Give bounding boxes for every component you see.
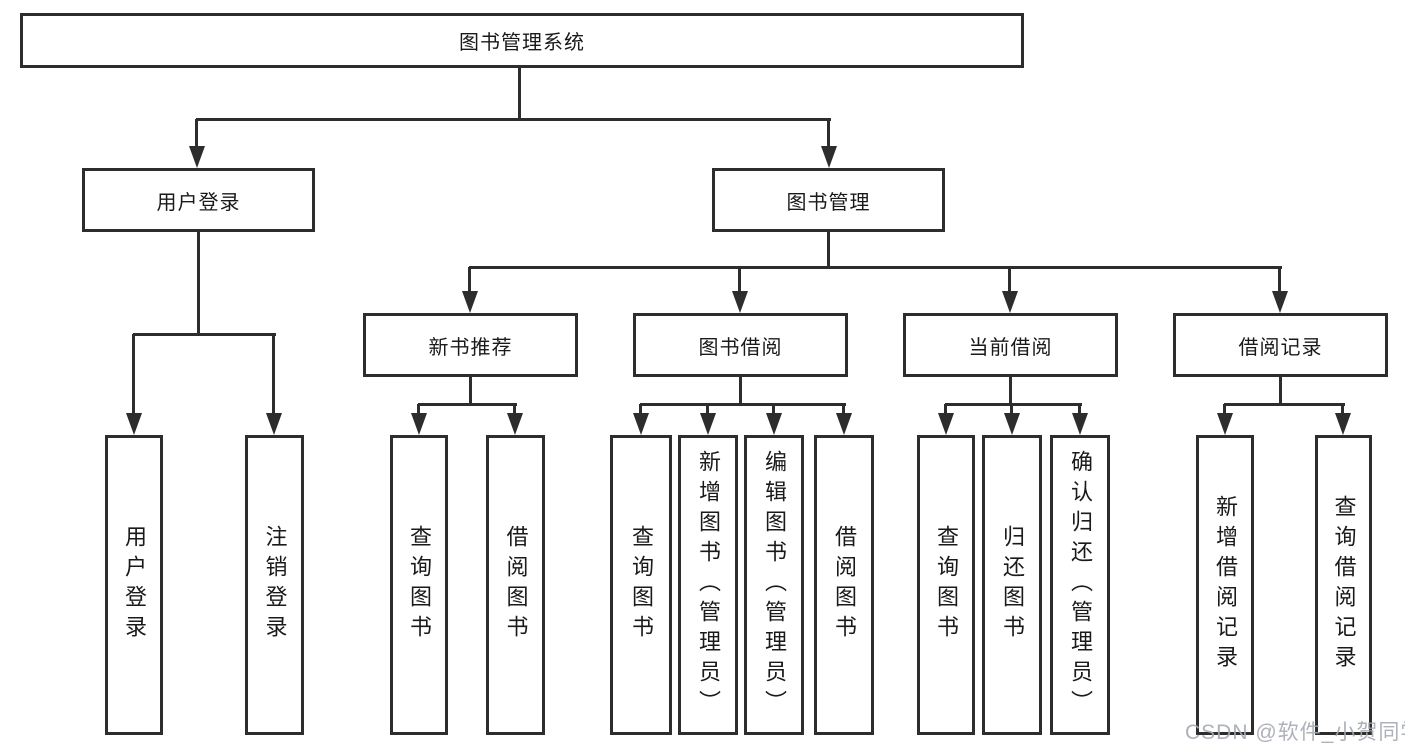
arrow-down-icon xyxy=(462,291,478,313)
connector-bus xyxy=(945,403,1082,406)
connector-bus xyxy=(133,333,276,336)
node-book-mgmt: 图书管理 xyxy=(712,168,945,232)
arrow-down-icon xyxy=(266,413,282,435)
arrow-down-icon xyxy=(732,291,748,313)
connector-line xyxy=(518,66,521,121)
leaf-borrow-book-1: 借阅图书 xyxy=(486,435,545,735)
node-book-mgmt-label: 图书管理 xyxy=(786,191,871,214)
leaf-query-book-1: 查询图书 xyxy=(390,435,448,735)
connector-line xyxy=(944,404,947,415)
leaf-borrow-book-2: 借阅图书 xyxy=(814,435,874,735)
connector-line xyxy=(417,404,420,415)
arrow-down-icon xyxy=(1335,413,1351,435)
node-borrow-records-label: 借阅记录 xyxy=(1238,336,1323,359)
connector-line xyxy=(1223,404,1226,415)
connector-line xyxy=(827,230,830,269)
connector-line xyxy=(468,267,471,293)
leaf-query-borrow-record-label: 查询借阅记录 xyxy=(1331,495,1357,675)
connector-line xyxy=(1078,404,1081,415)
arrow-down-icon xyxy=(1072,413,1088,435)
arrow-down-icon xyxy=(507,413,523,435)
arrow-down-icon xyxy=(1217,413,1233,435)
connector-line xyxy=(1009,375,1012,406)
node-new-book-recommend-label: 新书推荐 xyxy=(428,336,513,359)
connector-line xyxy=(469,375,472,406)
leaf-add-borrow-record: 新增借阅记录 xyxy=(1196,435,1254,735)
leaf-borrow-book-2-label: 借阅图书 xyxy=(832,525,857,645)
node-book-borrow-label: 图书借阅 xyxy=(698,336,783,359)
csdn-watermark: CSDN @软件_小贺同学 xyxy=(1185,721,1405,744)
connector-line xyxy=(739,375,742,406)
arrow-down-icon xyxy=(938,413,954,435)
connector-line xyxy=(639,404,642,415)
leaf-return-book-label: 归还图书 xyxy=(1000,525,1025,645)
leaf-query-book-1-label: 查询图书 xyxy=(407,525,432,645)
connector-line xyxy=(195,119,198,148)
leaf-return-book: 归还图书 xyxy=(982,435,1042,735)
connector-line xyxy=(1010,404,1013,415)
connector-line xyxy=(706,404,709,415)
node-current-borrow: 当前借阅 xyxy=(903,313,1118,377)
leaf-query-book-2-label: 查询图书 xyxy=(629,525,654,645)
connector-line xyxy=(272,334,275,415)
leaf-logout-label: 注销登录 xyxy=(262,525,288,645)
leaf-query-borrow-record: 查询借阅记录 xyxy=(1315,435,1372,735)
arrow-down-icon xyxy=(633,413,649,435)
leaf-logout: 注销登录 xyxy=(245,435,304,735)
connector-line xyxy=(1341,404,1344,415)
node-root-label: 图书管理系统 xyxy=(459,32,585,54)
node-user-login-label: 用户登录 xyxy=(156,191,241,214)
leaf-add-book-admin: 新增图书（管理员） xyxy=(678,435,738,735)
connector-bus xyxy=(640,403,846,406)
connector-line xyxy=(738,267,741,293)
leaf-user-login-label: 用户登录 xyxy=(122,525,147,645)
leaf-query-book-3: 查询图书 xyxy=(917,435,975,735)
arrow-down-icon xyxy=(1002,291,1018,313)
connector-bus xyxy=(418,403,517,406)
node-borrow-records: 借阅记录 xyxy=(1173,313,1388,377)
arrow-down-icon xyxy=(836,413,852,435)
leaf-edit-book-admin: 编辑图书（管理员） xyxy=(744,435,804,735)
leaf-add-borrow-record-label: 新增借阅记录 xyxy=(1213,495,1238,675)
connector-line xyxy=(1279,375,1282,406)
leaf-borrow-book-1-label: 借阅图书 xyxy=(503,525,529,645)
arrow-down-icon xyxy=(189,146,205,168)
leaf-confirm-return-admin: 确认归还（管理员） xyxy=(1050,435,1110,735)
leaf-user-login: 用户登录 xyxy=(105,435,163,735)
connector-bus xyxy=(469,266,1282,269)
arrow-down-icon xyxy=(411,413,427,435)
arrow-down-icon xyxy=(821,146,837,168)
connector-line xyxy=(772,404,775,415)
leaf-query-book-2: 查询图书 xyxy=(610,435,672,735)
connector-line xyxy=(132,334,135,415)
leaf-query-book-3-label: 查询图书 xyxy=(934,525,959,645)
arrow-down-icon xyxy=(126,413,142,435)
connector-line xyxy=(827,119,830,148)
node-new-book-recommend: 新书推荐 xyxy=(363,313,578,377)
leaf-edit-book-admin-label: 编辑图书（管理员） xyxy=(762,450,787,720)
connector-bus xyxy=(1224,403,1345,406)
arrow-down-icon xyxy=(700,413,716,435)
connector-line xyxy=(1278,267,1281,293)
connector-line xyxy=(842,404,845,415)
leaf-add-book-admin-label: 新增图书（管理员） xyxy=(696,450,721,720)
connector-line xyxy=(513,404,516,415)
node-current-borrow-label: 当前借阅 xyxy=(968,336,1053,359)
connector-line xyxy=(1008,267,1011,293)
arrow-down-icon xyxy=(1004,413,1020,435)
connector-bus xyxy=(196,118,831,121)
node-user-login: 用户登录 xyxy=(82,168,315,232)
arrow-down-icon xyxy=(766,413,782,435)
arrow-down-icon xyxy=(1272,291,1288,313)
connector-line xyxy=(197,230,200,336)
node-root-system: 图书管理系统 xyxy=(20,13,1024,68)
node-book-borrow: 图书借阅 xyxy=(633,313,848,377)
leaf-confirm-return-admin-label: 确认归还（管理员） xyxy=(1068,450,1093,720)
